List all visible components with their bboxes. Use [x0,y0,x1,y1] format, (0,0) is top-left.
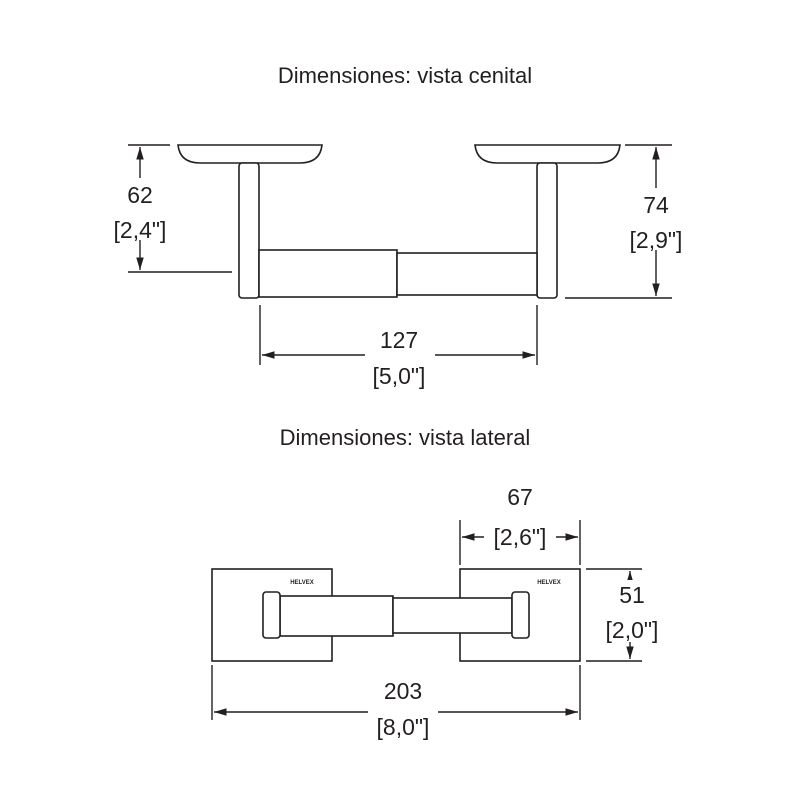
right-flange [474,144,621,164]
side-view-title: Dimensiones: vista lateral [280,425,531,450]
dim-203-in: [8,0"] [377,714,430,740]
side-view-part: HELVEX HELVEX [211,568,581,662]
dim-74: 74 [2,9"] [565,144,689,299]
dim-203: 203 [8,0"] [211,665,581,740]
right-cap [511,591,530,639]
dim-62: 62 [2,4"] [110,144,232,273]
left-cap [262,591,281,639]
right-post [536,162,558,299]
bar-narrow [396,252,538,296]
bar-narrow [392,597,513,634]
dim-127-mm: 127 [380,327,418,353]
dim-62-in: [2,4"] [114,217,167,243]
dim-67-in: [2,6"] [494,524,547,550]
dim-74-mm: 74 [643,192,669,218]
left-flange [177,144,323,164]
dim-51: 51 [2,0"] [586,568,664,662]
dim-203-mm: 203 [384,678,422,704]
dim-74-in: [2,9"] [630,227,683,253]
left-logo: HELVEX [290,580,314,586]
dim-67: 67 [2,6"] [459,484,581,565]
dim-51-in: [2,0"] [606,617,659,643]
top-view-part [177,144,621,299]
bar-wide [258,249,398,298]
left-post [238,162,260,299]
bar-wide [279,595,394,637]
dim-127: 127 [5,0"] [259,305,538,389]
dim-67-mm: 67 [507,484,533,510]
dim-127-in: [5,0"] [373,363,426,389]
right-logo: HELVEX [537,580,561,586]
dim-62-mm: 62 [127,182,153,208]
dim-51-mm: 51 [619,582,645,608]
top-view-title: Dimensiones: vista cenital [278,63,532,88]
